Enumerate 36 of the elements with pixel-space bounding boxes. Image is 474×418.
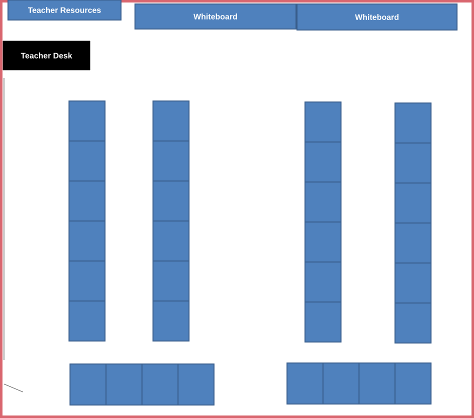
student-desk [152,260,190,302]
student-desk [106,364,142,406]
student-desk [304,262,342,302]
student-desk [68,220,106,262]
whiteboard: Whiteboard [134,4,296,30]
student-desk [304,222,342,262]
student-desk [152,220,190,262]
student-desk [142,364,178,406]
student-desk [394,102,432,144]
student-desk [152,140,190,182]
student-desk [68,260,106,302]
student-desk [394,302,432,344]
student-desk [70,364,106,406]
student-desk [178,364,214,406]
student-desk [152,180,190,222]
student-desk [358,362,396,404]
teacher-desk: Teacher Desk [2,40,90,70]
student-desk [394,142,432,184]
student-desk [286,362,324,404]
resource-shelf: Teacher Resources [8,0,122,20]
student-desk [68,300,106,342]
student-desk [394,262,432,304]
student-desk [322,362,360,404]
student-desk [304,302,342,342]
student-desk [304,102,342,142]
student-desk [394,362,432,404]
student-desk [394,222,432,264]
student-desk [68,180,106,222]
student-desk [304,182,342,222]
student-desk [68,140,106,182]
whiteboard: Whiteboard [296,4,458,30]
student-desk [152,300,190,342]
student-desk [394,182,432,224]
student-desk [152,100,190,142]
student-desk [68,100,106,142]
student-desk [304,142,342,182]
